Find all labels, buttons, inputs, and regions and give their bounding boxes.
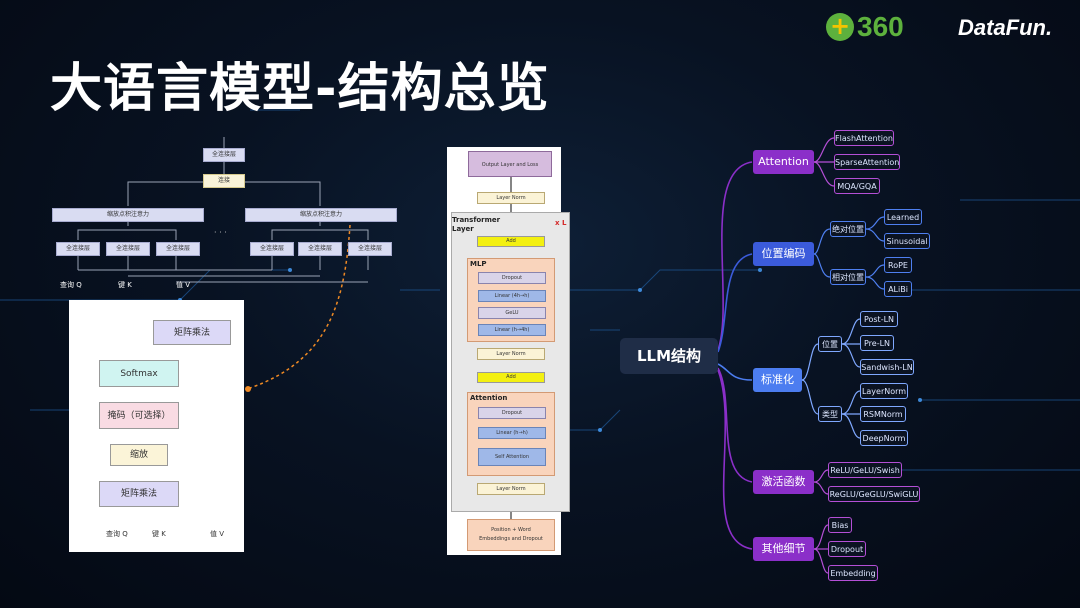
mindmap-group-norm-type: 类型: [818, 406, 842, 422]
mindmap-leaf-bias: Bias: [828, 517, 852, 533]
mha-fc-k1: 全连接层: [106, 242, 150, 256]
sdpa-input-key: 键 K: [152, 530, 166, 538]
mindmap-leaf-rsmnorm: RSMNorm: [860, 406, 906, 422]
mindmap-leaf-mqa-gqa: MQA/GQA: [834, 178, 880, 194]
tf-mlp-linear-in: Linear (h→4h): [478, 324, 546, 336]
sdpa-scale: 缩放: [110, 444, 168, 466]
tf-attention-title: Attention: [470, 394, 508, 402]
mindmap-cat-normalization: 标准化: [753, 368, 802, 392]
mindmap-cat-position-encoding: 位置编码: [753, 242, 814, 266]
sdpa-matmul-top: 矩阵乘法: [153, 320, 231, 345]
tf-repeat-label: x L: [555, 219, 567, 227]
page-title: 大语言模型-结构总览: [50, 59, 550, 119]
mindmap-cat-activation: 激活函数: [753, 470, 814, 494]
mindmap-leaf-alibi: ALiBi: [884, 281, 912, 297]
mha-output-fc: 全连接层: [203, 148, 245, 162]
mindmap-leaf-embedding: Embedding: [828, 565, 878, 581]
tf-final-layernorm: Layer Norm: [477, 192, 545, 204]
sdpa-input-value: 值 V: [210, 530, 225, 538]
sdpa-softmax: Softmax: [99, 360, 179, 387]
logo-360: + 360: [826, 11, 904, 42]
mha-fc-q1: 全连接层: [56, 242, 100, 256]
tf-layer-title: Transformer Layer: [452, 216, 501, 233]
mindmap-leaf-post-ln: Post-LN: [860, 311, 898, 327]
mindmap-group-relative: 相对位置: [830, 269, 866, 285]
logo-360-badge: +: [826, 13, 854, 41]
mindmap-leaf-sandwish-ln: Sandwish-LN: [860, 359, 914, 375]
tf-mid-layernorm: Layer Norm: [477, 348, 545, 360]
mindmap-cat-other-details: 其他细节: [753, 537, 814, 561]
mha-input-query: 查询 Q: [60, 281, 82, 289]
mha-fc-v1: 全连接层: [156, 242, 200, 256]
tf-self-attention: Self Attention: [478, 448, 546, 466]
mha-concat: 连接: [203, 174, 245, 188]
mindmap-cat-attention: Attention: [753, 150, 814, 174]
mindmap-group-norm-position: 位置: [818, 336, 842, 352]
mha-ellipsis: · · ·: [214, 228, 227, 237]
mha-fc-v2: 全连接层: [348, 242, 392, 256]
mindmap-leaf-rope: RoPE: [884, 257, 912, 273]
mindmap-root: LLM结构: [620, 338, 718, 374]
tf-attn-linear: Linear (h→h): [478, 427, 546, 439]
tf-mlp-gelu: GeLU: [478, 307, 546, 319]
mha-input-value: 值 V: [176, 281, 191, 289]
tf-output-layer: Output Layer and Loss: [468, 151, 552, 177]
logo-360-text: 360: [857, 11, 904, 42]
mha-fc-k2: 全连接层: [298, 242, 342, 256]
mindmap-leaf-layernorm: LayerNorm: [860, 383, 908, 399]
tf-mlp-title: MLP: [470, 260, 487, 268]
mha-input-key: 键 K: [118, 281, 132, 289]
logo-datafun: DataFun.: [958, 15, 1053, 40]
mindmap-leaf-learned: Learned: [884, 209, 922, 225]
mha-head-1: 缩放点积注意力: [52, 208, 204, 222]
mindmap-leaf-sparseattention: SparseAttention: [834, 154, 900, 170]
tf-add-bottom: Add: [477, 372, 545, 383]
mindmap-leaf-dropout: Dropout: [828, 541, 866, 557]
sdpa-mask: 掩码（可选择）: [99, 402, 179, 429]
mindmap-group-absolute: 绝对位置: [830, 221, 866, 237]
mindmap-leaf-relu-gelu-swish: ReLU/GeLU/Swish: [828, 462, 902, 478]
mindmap-leaf-flashattention: FlashAttention: [834, 130, 894, 146]
tf-mlp-dropout: Dropout: [478, 272, 546, 284]
mindmap-leaf-deepnorm: DeepNorm: [860, 430, 908, 446]
tf-add-top: Add: [477, 236, 545, 247]
sdpa-input-query: 查询 Q: [106, 530, 128, 538]
mha-head-2: 缩放点积注意力: [245, 208, 397, 222]
mindmap-leaf-sinusoidal: Sinusoidal: [884, 233, 930, 249]
tf-mlp-linear-out: Linear (4h→h): [478, 290, 546, 302]
mha-fc-q2: 全连接层: [250, 242, 294, 256]
mindmap-leaf-reglu-geglu-swiglu: ReGLU/GeGLU/SwiGLU: [828, 486, 920, 502]
sdpa-matmul-bottom: 矩阵乘法: [99, 481, 179, 507]
mindmap-leaf-pre-ln: Pre-LN: [860, 335, 894, 351]
tf-bottom-layernorm: Layer Norm: [477, 483, 545, 495]
tf-attn-dropout: Dropout: [478, 407, 546, 419]
tf-embeddings: Position + Word Embeddings and Dropout: [467, 519, 555, 551]
